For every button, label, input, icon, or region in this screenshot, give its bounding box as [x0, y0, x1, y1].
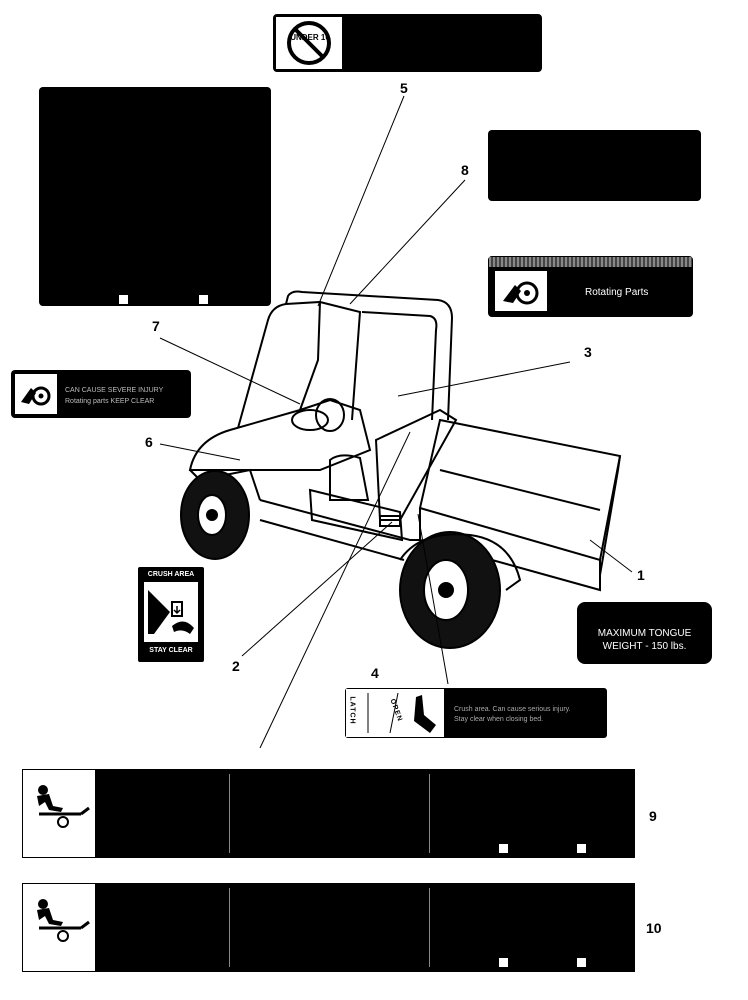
rotating-parts-icon	[503, 281, 539, 305]
callout-3: 3	[584, 344, 592, 360]
callout-1: 1	[637, 567, 645, 583]
crush-area-top: CRUSH AREA	[147, 571, 195, 578]
front-wheel	[180, 470, 250, 560]
decal-marker	[577, 958, 586, 967]
callout-8: 8	[461, 162, 469, 178]
decal9-divider	[429, 774, 430, 853]
rotating-hatch	[489, 257, 692, 267]
callout-10: 10	[646, 920, 662, 936]
decal-marker	[499, 958, 508, 967]
cargo-icon-panel	[23, 770, 95, 857]
callout-2: 2	[232, 658, 240, 674]
crush-icon-panel	[144, 582, 198, 642]
cargo-warning-decal-9	[22, 769, 635, 858]
latch-decal: LATCH OPEN Crush area. Can cause serious…	[345, 688, 607, 738]
under16-text: UNDER 16	[290, 33, 330, 42]
tongue-line1: MAXIMUM TONGUE	[597, 628, 692, 639]
rotating-decal-small: CAN CAUSE SEVERE INJURY Rotating parts K…	[11, 370, 191, 418]
warning-decal-large	[39, 87, 271, 306]
rider-in-cargo-icon	[37, 899, 90, 942]
tongue-weight-decal: MAXIMUM TONGUE WEIGHT - 150 lbs.	[577, 602, 712, 664]
callout-9: 9	[649, 808, 657, 824]
decal9-divider	[229, 774, 230, 853]
decal-marker	[199, 295, 208, 304]
callout-7: 7	[152, 318, 160, 334]
rotating-small-line1: CAN CAUSE SEVERE INJURY	[65, 387, 164, 394]
under16-icon-panel: UNDER 16	[276, 17, 342, 69]
rotating-small-line2: Rotating parts KEEP CLEAR	[65, 398, 155, 405]
rotating-small-icon-panel	[15, 374, 57, 414]
rotating-parts-decal: Rotating Parts	[488, 256, 693, 317]
crush-area-decal: CRUSH AREA STAY CLEAR	[138, 567, 204, 662]
cargo-warning-decal-10	[22, 883, 635, 972]
no-under16-icon	[287, 21, 331, 65]
latch-icon-panel: LATCH OPEN	[346, 689, 444, 737]
callout-6: 6	[145, 434, 153, 450]
callout-4: 4	[371, 665, 379, 681]
warning-decal-8	[488, 130, 701, 201]
decal10-divider	[429, 888, 430, 967]
decal-marker	[119, 295, 128, 304]
latch-hand-icon	[367, 692, 436, 734]
crush-area-bottom: STAY CLEAR	[149, 647, 193, 654]
tongue-line2: WEIGHT - 150 lbs.	[602, 641, 687, 652]
latch-line1: Crush area. Can cause serious injury.	[454, 706, 571, 713]
decal-marker	[577, 844, 586, 853]
rotating-parts-icon	[21, 386, 51, 406]
decal-marker	[499, 844, 508, 853]
crush-hand-icon	[148, 590, 194, 634]
rotating-icon-panel	[495, 271, 547, 311]
decal10-divider	[229, 888, 230, 967]
rider-in-cargo-icon	[37, 785, 90, 828]
latch-line2: Stay clear when closing bed.	[454, 716, 544, 723]
callout-5: 5	[400, 80, 408, 96]
cargo-icon-panel	[23, 884, 95, 971]
rotating-parts-label: Rotating Parts	[585, 287, 649, 298]
rear-wheel	[399, 531, 522, 649]
under16-decal: UNDER 16	[273, 14, 542, 72]
